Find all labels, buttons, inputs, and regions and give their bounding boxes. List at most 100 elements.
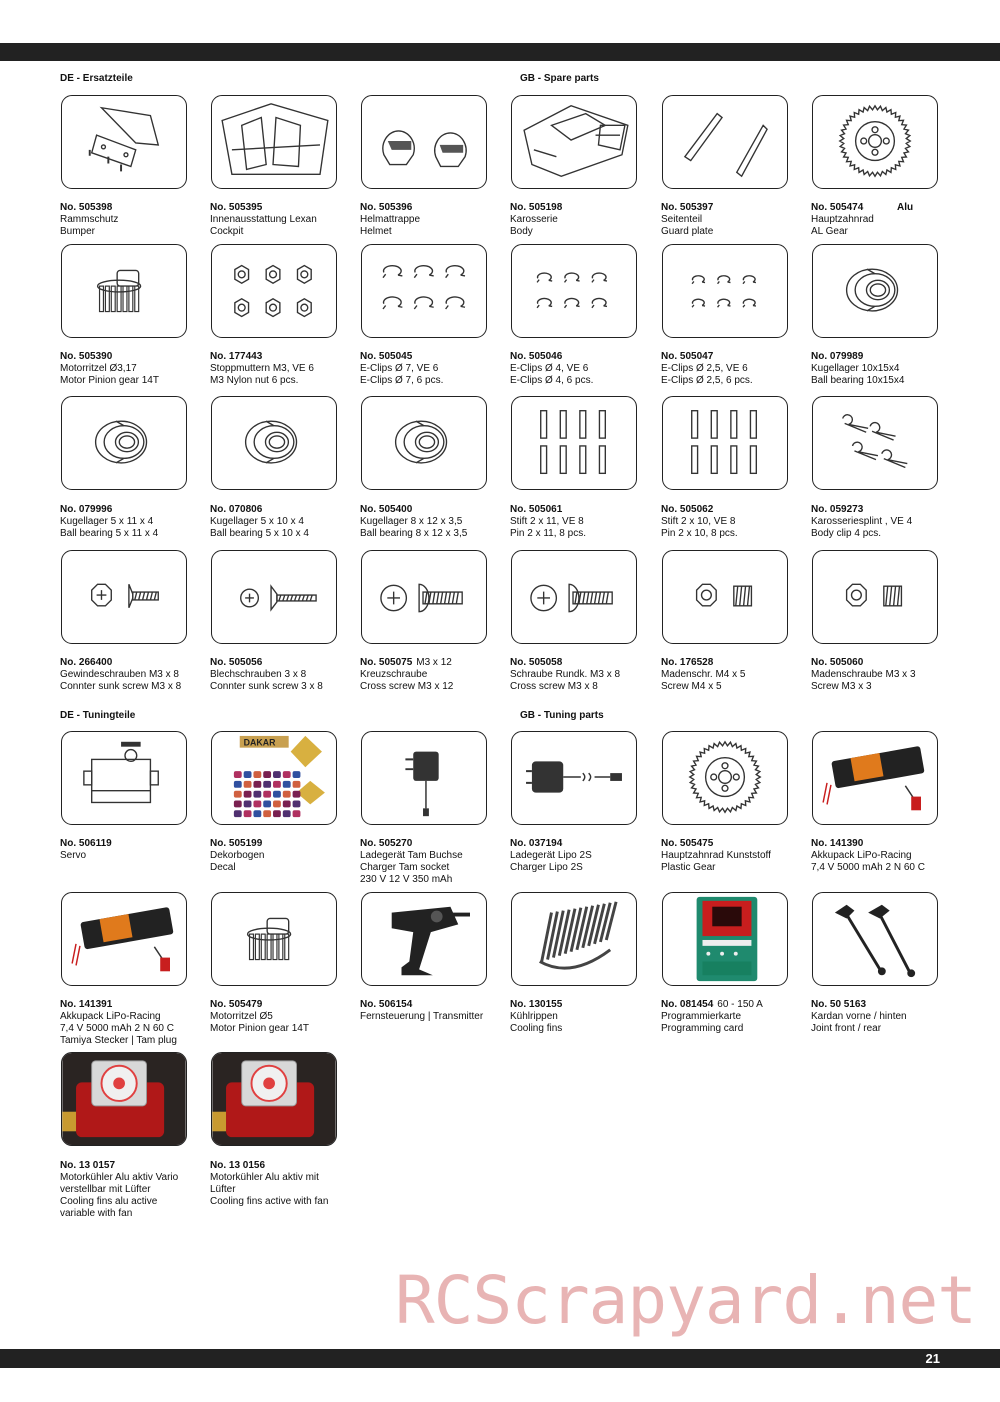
pin-icon xyxy=(540,410,607,475)
section-de-tuning: DE - Tuningteile xyxy=(60,710,136,721)
part-description: Guard plate xyxy=(661,226,714,237)
part-description: Stift 2 x 10, VE 8 xyxy=(661,516,736,527)
part-description: Joint front / rear xyxy=(811,1023,882,1034)
part-description: Tamiya Stecker | Tam plug xyxy=(60,1035,177,1046)
part-number: No. 505045 xyxy=(360,351,413,362)
decal-sheet-icon: DAKAR xyxy=(233,735,325,818)
part-image-box xyxy=(812,396,938,490)
page-number: 21 xyxy=(925,1351,940,1366)
part-number-line: No. 037194 xyxy=(510,838,660,850)
part-number: No. 506154 xyxy=(360,999,413,1010)
part-description: Pin 2 x 10, 8 pcs. xyxy=(661,528,738,539)
body-clip-icon xyxy=(842,414,908,469)
part-number: No. 505075 xyxy=(360,657,413,668)
part-image-box xyxy=(662,244,788,338)
part-number-line: No. 505047 xyxy=(661,351,811,363)
part-image-box xyxy=(211,244,337,338)
part-number-line: No. 505400 xyxy=(360,504,510,516)
cross-screw-icon xyxy=(380,583,463,613)
part-description: E-Clips Ø 4, VE 6 xyxy=(510,363,589,374)
motor-cooler-fan-icon xyxy=(62,1053,186,1145)
part-number-line: No. 505397 xyxy=(661,202,811,214)
part-image-box xyxy=(211,892,337,986)
pin-icon xyxy=(691,410,758,475)
lipo-battery-icon xyxy=(822,746,925,811)
helmet-icon xyxy=(382,130,467,168)
part-image-box xyxy=(61,892,187,986)
part-description: verstellbar mit Lüfter xyxy=(60,1184,151,1195)
part-image-box xyxy=(511,95,637,189)
part-description: Motorritzel Ø5 xyxy=(210,1011,273,1022)
part-number-line: No. 505062 xyxy=(661,504,811,516)
part-description: Cooling fins active with fan xyxy=(210,1196,329,1207)
part-number: No. 505270 xyxy=(360,838,413,849)
part-description: Servo xyxy=(60,850,87,861)
part-description: Pin 2 x 11, 8 pcs. xyxy=(510,528,586,539)
part-number: No. 505390 xyxy=(60,351,113,362)
part-number: No. 079989 xyxy=(811,351,864,362)
part-number-line: No. 505398 xyxy=(60,202,210,214)
part-description: Ball bearing 10x15x4 xyxy=(811,375,905,386)
part-description: Connter sunk screw 3 x 8 xyxy=(210,681,323,692)
part-description: Hauptzahnrad xyxy=(811,214,874,225)
body-shell-icon xyxy=(523,105,629,177)
lipo-battery-icon xyxy=(71,907,174,972)
part-description: Ball bearing 8 x 12 x 3,5 xyxy=(360,528,468,539)
part-description: Cooling fins alu active xyxy=(60,1196,158,1207)
part-image-box xyxy=(511,244,637,338)
ball-bearing-icon xyxy=(244,420,298,464)
part-description: E-Clips Ø 2,5, VE 6 xyxy=(661,363,748,374)
part-description: Motorritzel Ø3,17 xyxy=(60,363,137,374)
part-image-box: DAKAR xyxy=(211,731,337,825)
part-description: variable with fan xyxy=(60,1208,133,1219)
part-description: 7,4 V 5000 mAh 2 N 60 C xyxy=(811,862,925,873)
part-description: 7,4 V 5000 mAh 2 N 60 C xyxy=(60,1023,174,1034)
section-gb-tuning: GB - Tuning parts xyxy=(520,710,604,721)
part-description: Ladegerät Lipo 2S xyxy=(510,850,592,861)
part-image-box xyxy=(361,731,487,825)
part-number-line: No. 141390 xyxy=(811,838,961,850)
part-number-line: No. 266400 xyxy=(60,657,210,669)
part-number: No. 505199 xyxy=(210,838,263,849)
tapping-screw-icon xyxy=(240,584,317,612)
part-description: Rammschutz xyxy=(60,214,119,225)
part-number-line: No. 505270 xyxy=(360,838,510,850)
part-description: Schraube Rundk. M3 x 8 xyxy=(510,669,621,680)
part-image-box xyxy=(511,892,637,986)
part-image-box xyxy=(511,396,637,490)
part-number-line: No. 059273 xyxy=(811,504,961,516)
part-number-line: No. 505479 xyxy=(210,999,360,1011)
watermark: RCScrapyard.net xyxy=(395,1262,977,1339)
part-number-extra: M3 x 12 xyxy=(416,657,452,668)
part-number-line: No. 13 0157 xyxy=(60,1160,210,1172)
part-number: No. 505479 xyxy=(210,999,263,1010)
motor-cooler-fan-icon xyxy=(212,1053,336,1145)
part-description: Karosseriesplint , VE 4 xyxy=(811,516,913,527)
part-image-box xyxy=(812,244,938,338)
part-image-box xyxy=(61,550,187,644)
part-number: No. 130155 xyxy=(510,999,563,1010)
part-description: Cross screw M3 x 8 xyxy=(510,681,598,692)
part-description: E-Clips Ø 2,5, 6 pcs. xyxy=(661,375,753,386)
part-description: Ladegerät Tam Buchse xyxy=(360,850,463,861)
part-number-extra: 60 - 150 A xyxy=(717,999,763,1010)
part-description: Akkupack LiPo-Racing xyxy=(60,1011,161,1022)
part-image-box xyxy=(361,396,487,490)
part-number-line: No. 505061 xyxy=(510,504,660,516)
